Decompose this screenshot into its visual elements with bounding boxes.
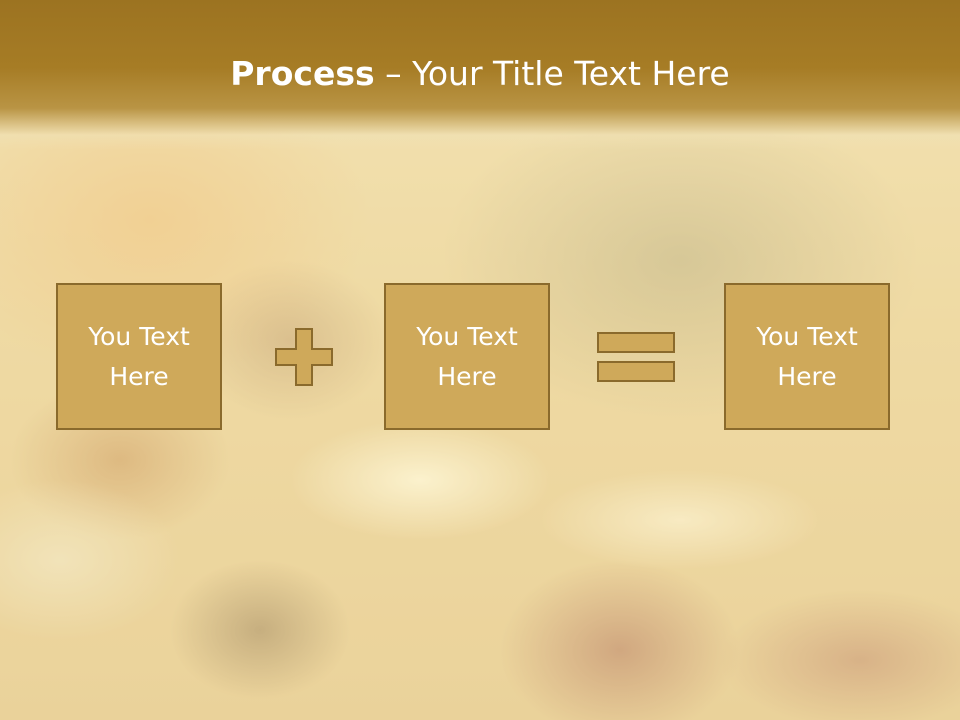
process-box-1-text: You Text Here <box>88 321 190 391</box>
equals-icon <box>597 332 675 382</box>
slide-title: Process – Your Title Text Here <box>0 52 960 96</box>
slide-title-bold: Process <box>230 54 375 93</box>
process-box-1[interactable]: You Text Here <box>56 283 222 430</box>
process-box-2[interactable]: You Text Here <box>384 283 550 430</box>
process-box-3[interactable]: You Text Here <box>724 283 890 430</box>
process-box-3-text: You Text Here <box>756 321 858 391</box>
slide-title-rest: – Your Title Text Here <box>374 54 730 93</box>
title-band <box>0 0 960 150</box>
process-box-2-text: You Text Here <box>416 321 518 391</box>
plus-icon <box>275 328 333 386</box>
